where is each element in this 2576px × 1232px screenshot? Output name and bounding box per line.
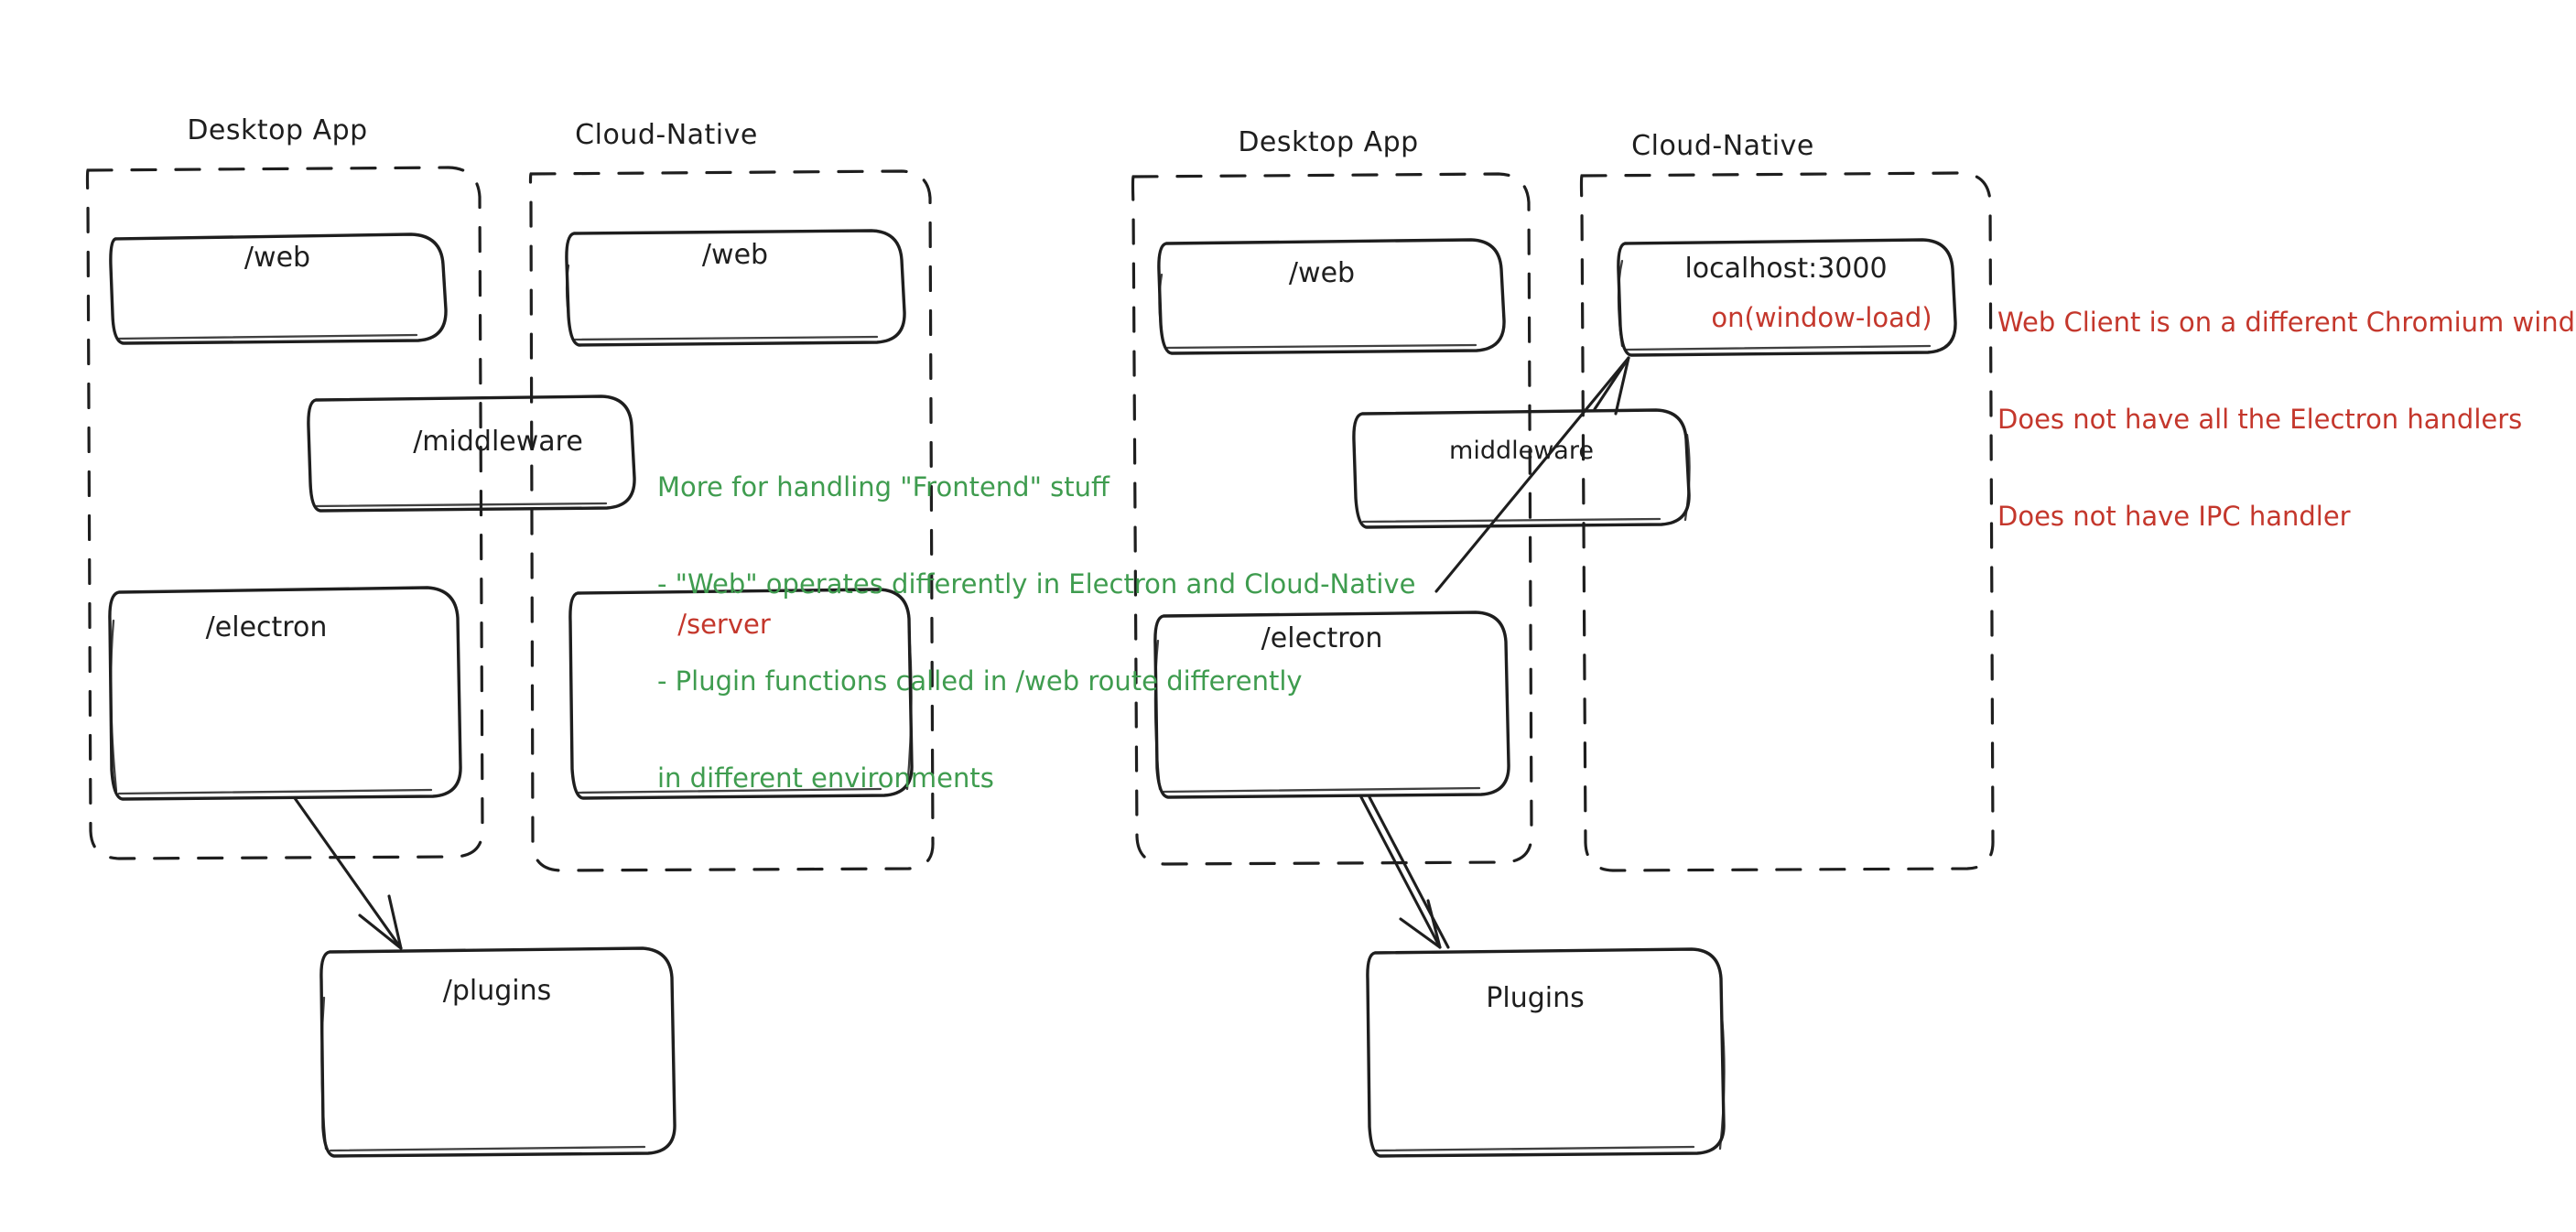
right-electron-box[interactable] bbox=[1153, 611, 1510, 799]
right-middleware-box[interactable] bbox=[1352, 408, 1691, 529]
right-localhost-box[interactable] bbox=[1617, 238, 1957, 357]
left-green-note: More for handling "Frontend" stuff - "We… bbox=[657, 406, 1415, 827]
left-middleware-box[interactable] bbox=[307, 394, 636, 513]
left-green-note-line-4: in different environments bbox=[657, 762, 994, 794]
left-cloud-web-box[interactable] bbox=[565, 229, 906, 347]
right-electron-to-localhost-arrow bbox=[1434, 356, 1630, 593]
right-red-note-line-2: Does not have all the Electron handlers bbox=[1997, 403, 2523, 435]
right-desktop-web-box[interactable] bbox=[1157, 238, 1506, 355]
right-red-note-line-1: Web Client is on a different Chromium wi… bbox=[1997, 306, 2576, 338]
right-red-note: Web Client is on a different Chromium wi… bbox=[1997, 242, 2576, 566]
left-plugins-box[interactable] bbox=[319, 946, 676, 1158]
left-green-note-line-2: - "Web" operates differently in Electron… bbox=[657, 567, 1416, 600]
right-plugins-box[interactable] bbox=[1366, 947, 1726, 1158]
left-server-box[interactable] bbox=[568, 588, 914, 800]
right-desktop-app-group bbox=[1131, 172, 1533, 866]
left-desktop-app-group bbox=[85, 166, 484, 860]
left-green-note-line-3: - Plugin functions called in /web route … bbox=[657, 665, 1303, 697]
left-electron-box[interactable] bbox=[108, 586, 462, 801]
left-green-note-line-1: More for handling "Frontend" stuff bbox=[657, 470, 1109, 503]
right-cloud-native-group bbox=[1579, 171, 1995, 872]
left-electron-to-plugins-arrow bbox=[293, 796, 403, 950]
left-cloud-native-group bbox=[528, 169, 935, 872]
right-red-note-line-3: Does not have IPC handler bbox=[1997, 501, 2351, 532]
right-electron-to-plugins-arrow bbox=[1359, 795, 1450, 949]
left-desktop-web-box[interactable] bbox=[109, 232, 448, 345]
